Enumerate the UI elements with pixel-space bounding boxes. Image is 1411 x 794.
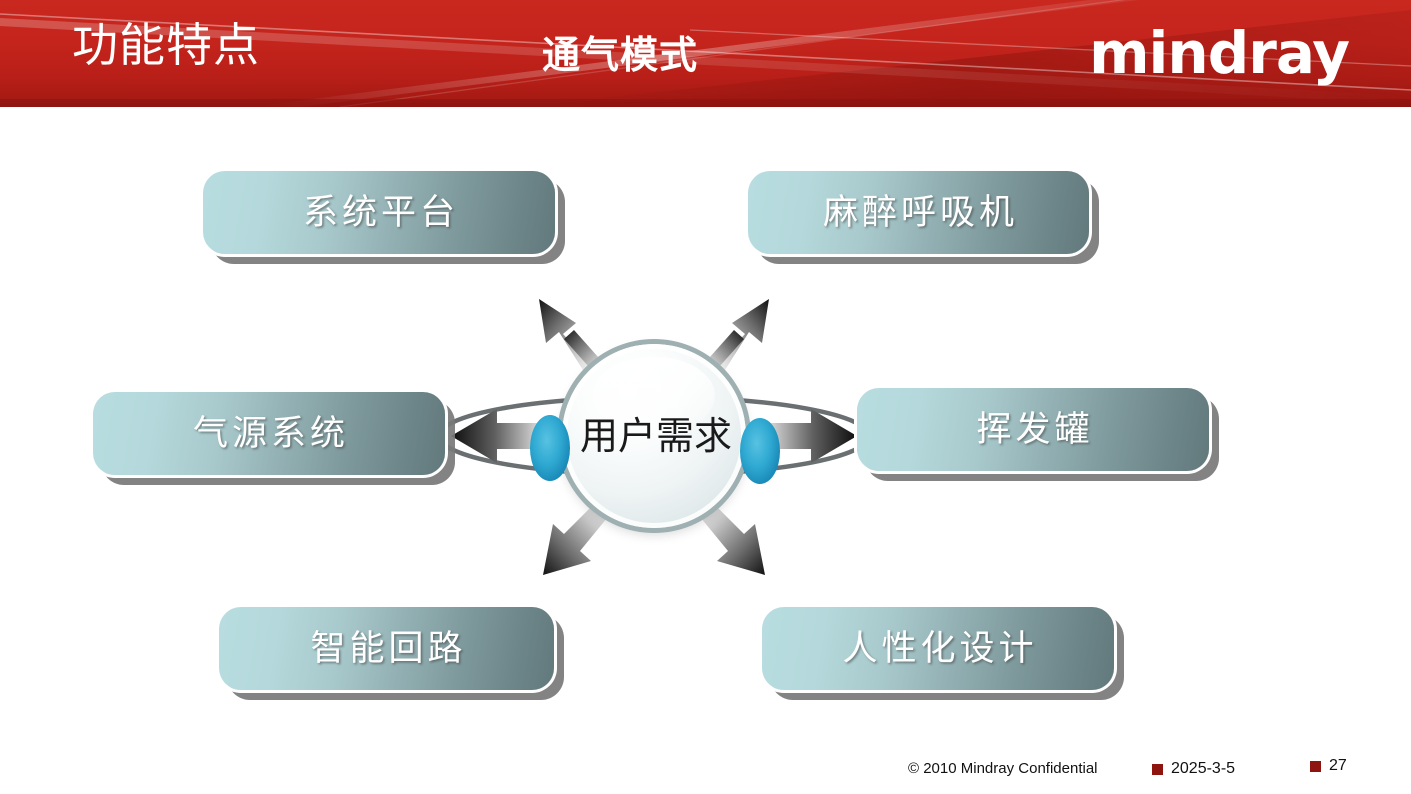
node-label: 麻醉呼吸机: [822, 192, 1018, 233]
square-bullet-icon: [1152, 763, 1163, 775]
node-anesthesia-ventilator[interactable]: 麻醉呼吸机: [748, 171, 1089, 254]
footer-copyright: © 2010 Mindray Confidential: [908, 760, 1098, 777]
arrow-to-vaporizer: [742, 409, 857, 463]
node-label: 智能回路: [310, 628, 467, 669]
center-node-user-requirements[interactable]: 用户需求: [562, 344, 746, 528]
mindray-logo: mindray: [1089, 19, 1350, 87]
page-subtitle: 通气模式: [541, 32, 698, 77]
blue-cone-accent-right: [740, 418, 780, 484]
square-bullet-icon: [1310, 760, 1321, 772]
node-humanized-design[interactable]: 人性化设计: [762, 607, 1114, 690]
arrow-to-intelligent-circuit: [543, 499, 612, 575]
node-vaporizer[interactable]: 挥发罐: [857, 388, 1209, 471]
node-system-platform[interactable]: 系统平台: [203, 171, 555, 254]
node-intelligent-circuit[interactable]: 智能回路: [219, 607, 554, 690]
footer-page-number: 27: [1329, 757, 1347, 774]
center-node-label: 用户需求: [579, 414, 732, 458]
node-label: 气源系统: [192, 413, 349, 454]
node-gas-supply-system[interactable]: 气源系统: [93, 392, 445, 475]
header-swoosh-decoration: [0, 0, 1411, 107]
page-title: 功能特点: [72, 18, 260, 72]
blue-cone-accent-left: [530, 415, 570, 481]
node-label: 挥发罐: [976, 409, 1094, 450]
arrow-to-gas-supply-system: [451, 409, 566, 463]
footer-date-group: 2025-3-5: [1152, 759, 1235, 779]
arrow-to-humanized-design: [696, 499, 765, 575]
slide-header: 功能特点 通气模式 mindray: [0, 0, 1411, 107]
slide-footer: © 2010 Mindray Confidential 2025-3-5 27: [0, 752, 1411, 794]
footer-page-group: 27: [1310, 756, 1347, 776]
node-label: 人性化设计: [842, 628, 1038, 669]
diagram-canvas: 系统平台 麻醉呼吸机 气源系统 挥发罐 智能回路 人性化设计 用户需求: [0, 107, 1411, 794]
footer-date: 2025-3-5: [1171, 760, 1236, 777]
node-label: 系统平台: [302, 192, 459, 233]
